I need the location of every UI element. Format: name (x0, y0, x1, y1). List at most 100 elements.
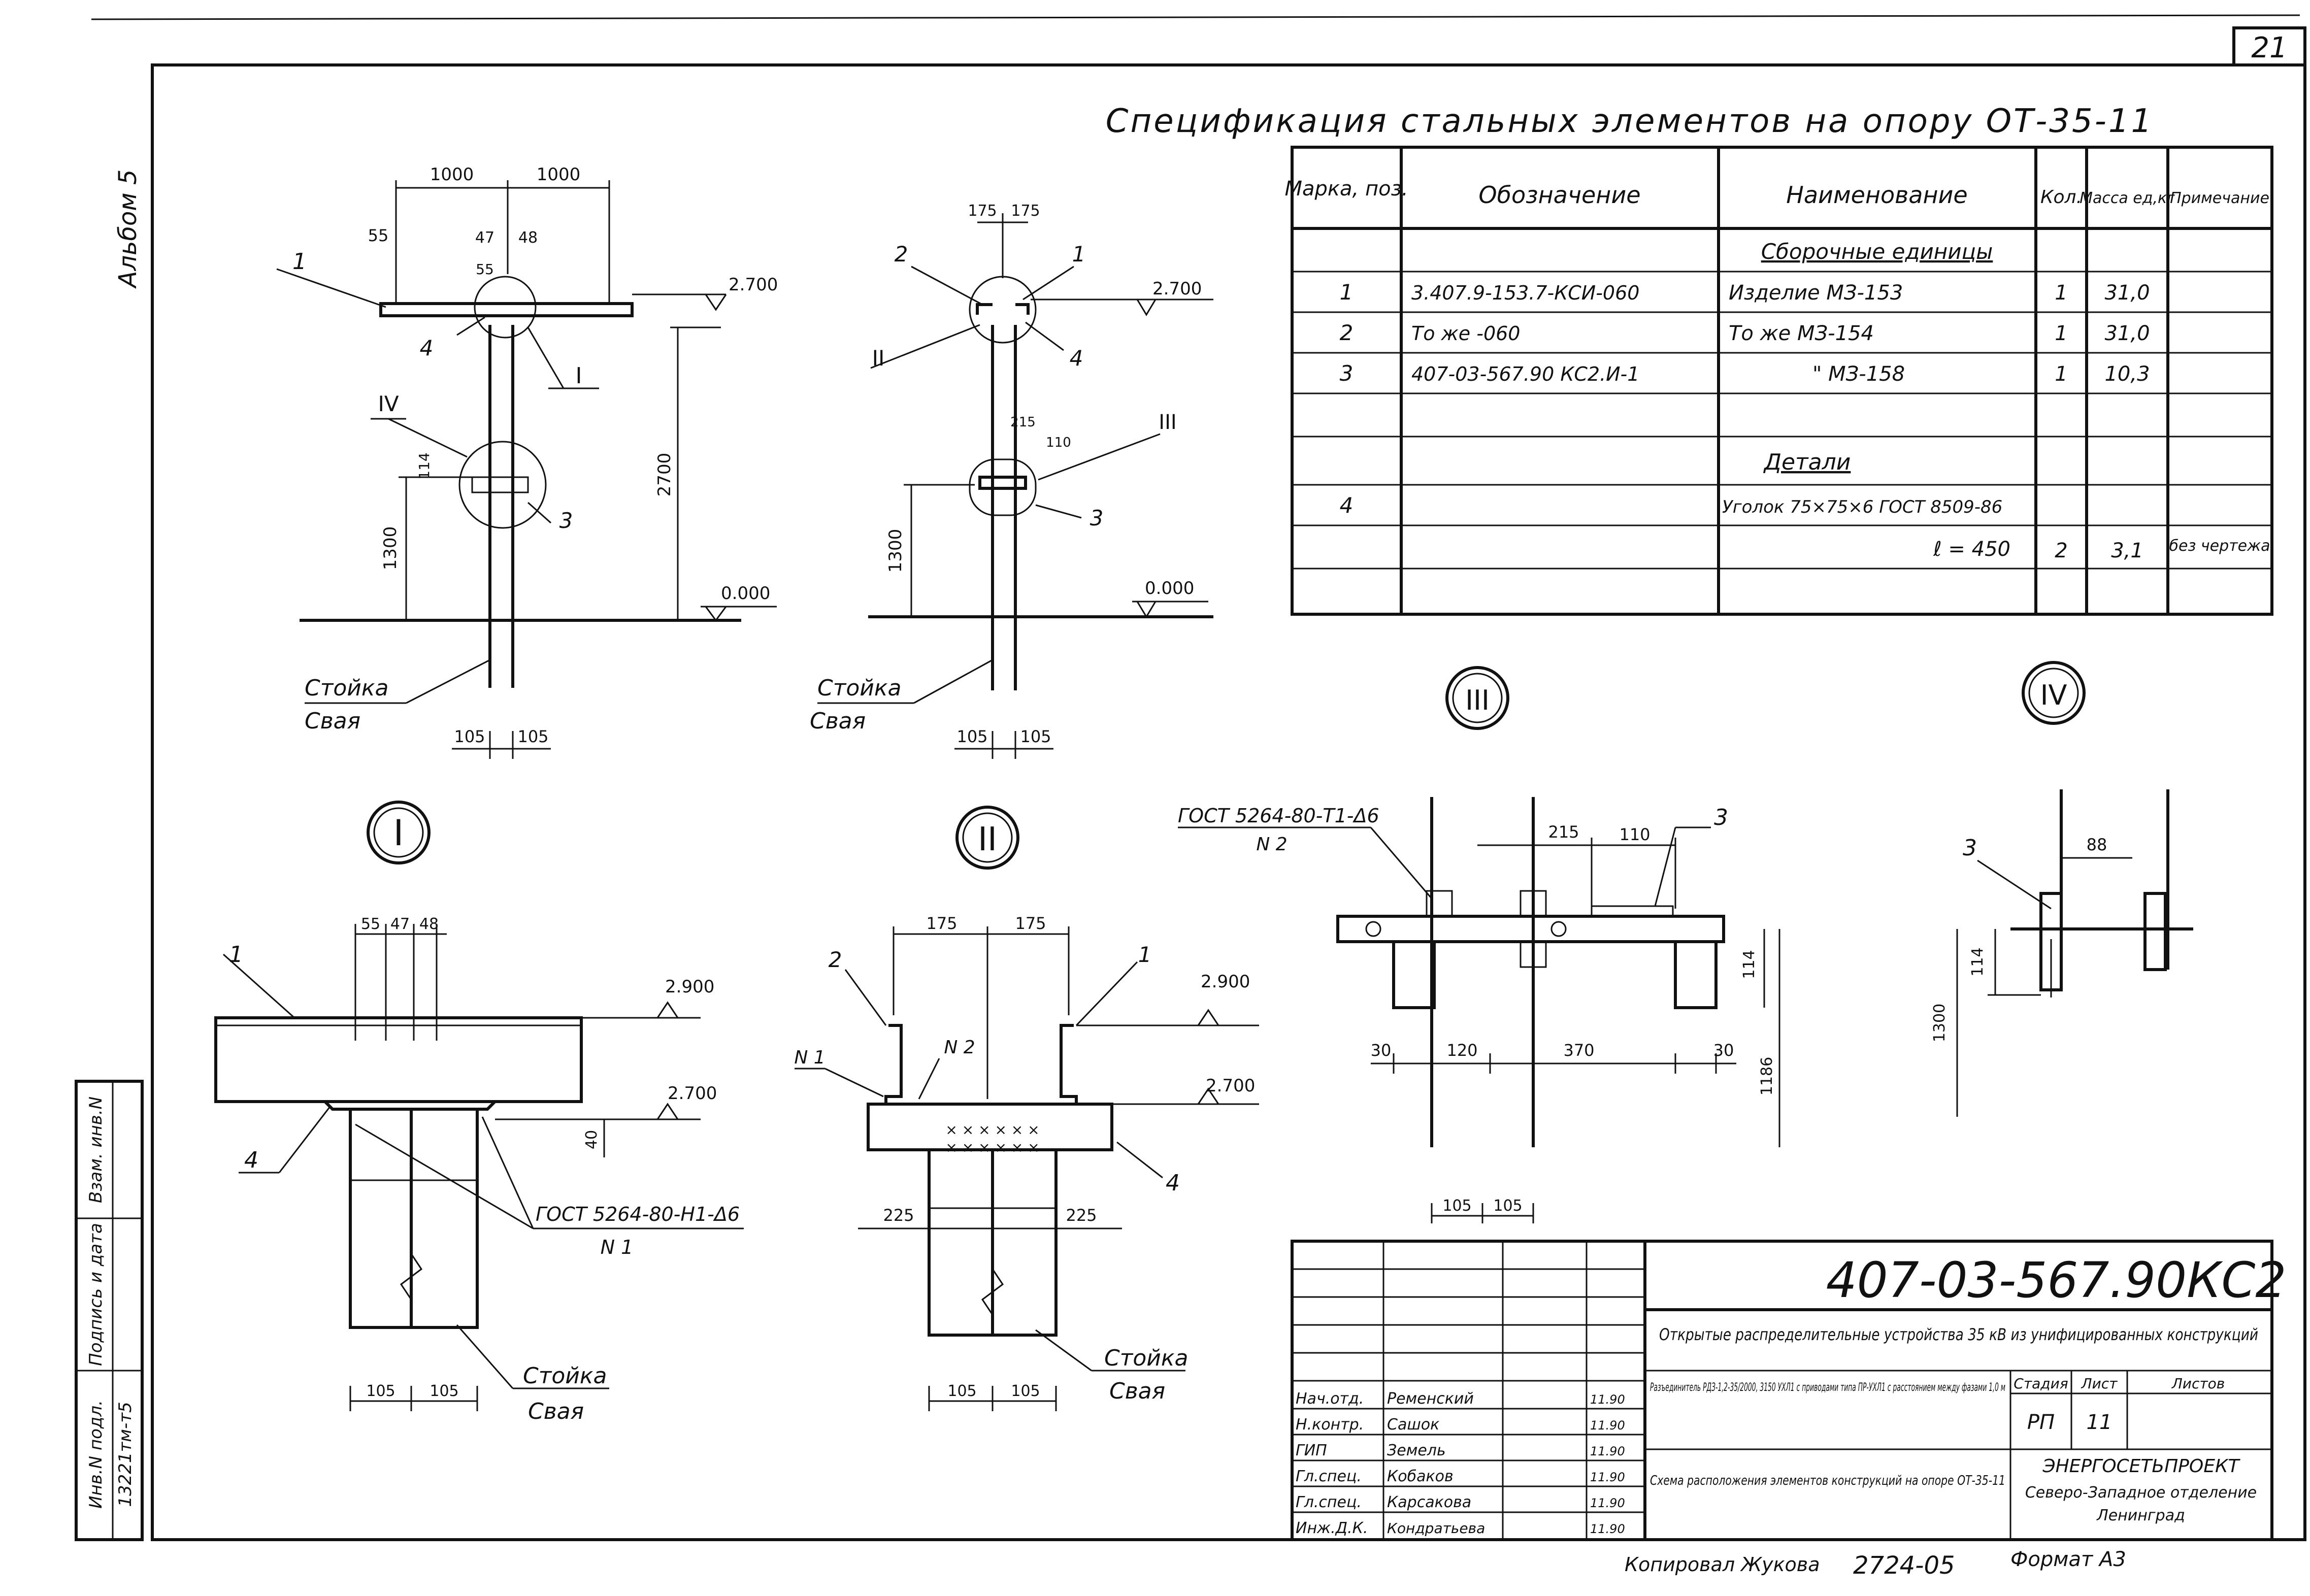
node-III: III ГОСТ 5264-80-Т1-Δ6 N 2 215 110 3 114 (1178, 666, 1780, 1223)
v2-label-pile: Свая (810, 708, 866, 734)
v1-dim-1300: 1300 (380, 526, 401, 571)
tb-staff-5-date: 11.90 (1590, 1522, 1625, 1536)
tb-staff-3-date: 11.90 (1590, 1470, 1625, 1484)
tb-staff-5-name: Кондратьева (1387, 1520, 1485, 1537)
left-strip-inv: Инв.N подл. (86, 1400, 106, 1509)
spec-row-7-name: ℓ = 450 (1933, 538, 2010, 561)
node-II-callout-N2: N 2 (944, 1037, 975, 1058)
node-III-dim-30b: 30 (1713, 1041, 1734, 1060)
node-II-callout-4: 4 (1166, 1170, 1180, 1196)
node-I-weld: ГОСТ 5264-80-Н1-Δ6 (536, 1203, 740, 1225)
tb-staff-1-role: Н.контр. (1296, 1416, 1364, 1434)
node-IV-dim-1300: 1300 (1931, 1004, 1949, 1042)
spec-row-2-name: То же МЗ-154 (1729, 322, 1874, 345)
tb-staff-3-name: Кобаков (1387, 1468, 1454, 1485)
tb-object: Разъединитель РДЗ-1,2-35/2000, 3150 УХЛ1… (1650, 1381, 2005, 1394)
view-1: 1000 1000 55 47 48 55 2700 1300 114 2.70… (276, 164, 778, 759)
v2-level-0000: 0.000 (1145, 578, 1194, 598)
node-IV: IV 88 3 114 1300 (1931, 661, 2193, 1117)
v1-callout-3: 3 (559, 508, 573, 533)
copy-number: 2724-05 (1853, 1551, 1955, 1580)
node-I-dim-105a: 105 (366, 1382, 395, 1400)
node-II-dim-225b: 225 (1066, 1206, 1097, 1225)
node-I-dim-40: 40 (583, 1130, 601, 1149)
spec-row-1-name: Изделие МЗ-153 (1729, 281, 1903, 305)
v2-level-2700: 2.700 (1152, 279, 1202, 299)
tb-staff-1-date: 11.90 (1590, 1418, 1625, 1433)
node-I-level-2900: 2.900 (665, 977, 714, 997)
v1-dim-1000b: 1000 (537, 164, 581, 185)
spec-row-1-qty: 1 (2055, 281, 2067, 305)
tb-sheet-label: Лист (2081, 1375, 2118, 1392)
spec-header-note: Примечание (2170, 189, 2269, 207)
v2-dim-215: 215 (1010, 415, 1036, 430)
node-I-dim-47: 47 (390, 915, 410, 933)
node-I-label-post: Стойка (523, 1363, 607, 1389)
spec-row-3-pos: 3 (1340, 361, 1354, 386)
tb-sheets-label: Листов (2171, 1375, 2225, 1392)
node-IV-callout-3: 3 (1963, 835, 1977, 861)
spec-header-name: Наименование (1786, 181, 1967, 209)
tb-staff-2-date: 11.90 (1590, 1444, 1625, 1458)
node-II-label-pile: Свая (1109, 1378, 1165, 1404)
album-label: Альбом 5 (114, 170, 142, 289)
v2-callout-2: 2 (895, 242, 908, 267)
spec-row-7-note: без чертежа (2169, 537, 2270, 555)
spec-row-7-mass: 3,1 (2111, 539, 2143, 562)
node-II: II × × × × × × × × × × × × 175 175 225 2… (794, 806, 1259, 1411)
spec-title: Спецификация стальных элементов на опору… (1106, 103, 2154, 140)
tb-org: ЭНЕРГОСЕТЬПРОЕКТ (2042, 1456, 2240, 1477)
v1-dim-114: 114 (416, 452, 433, 479)
node-II-mark: II (978, 821, 997, 858)
node-II-level-2900: 2.900 (1201, 972, 1250, 992)
tb-staff-4-role: Гл.спец. (1296, 1493, 1362, 1511)
tb-staff-2-name: Земель (1387, 1442, 1446, 1459)
node-I-mark: I (393, 812, 404, 854)
v2-callout-3: 3 (1090, 506, 1104, 530)
tb-staff-2-role: ГИП (1296, 1442, 1327, 1459)
left-strip-replace: Взам. инв.N (86, 1096, 106, 1203)
node-I-callout-4: 4 (244, 1147, 258, 1173)
node-I-label-pile: Свая (528, 1399, 584, 1424)
spec-row-1-pos: 1 (1340, 280, 1354, 305)
svg-text:× × × × × ×: × × × × × × (945, 1139, 1039, 1156)
spec-row-3-mass: 10,3 (2104, 362, 2150, 386)
spec-row-1-mass: 31,0 (2104, 281, 2150, 305)
tb-staff-0-name: Ременский (1387, 1390, 1474, 1408)
v1-callout-4: 4 (420, 336, 434, 360)
spec-row-2-mass: 31,0 (2104, 322, 2150, 345)
v2-dim-175a: 175 (968, 202, 997, 220)
left-strip-sign: Подпись и дата (86, 1223, 106, 1366)
tb-stage: РП (2027, 1411, 2055, 1434)
title-block: Нач.отд. Ременский 11.90 Н.контр. Сашок … (1291, 1240, 2286, 1541)
v1-callout-IV: IV (378, 391, 399, 416)
tb-stage-label: Стадия (2014, 1375, 2068, 1392)
node-II-callout-1: 1 (1138, 942, 1152, 967)
tb-city: Ленинград (2096, 1507, 2185, 1524)
spec-table: Марка, поз. Обозначение Наименование Кол… (1284, 146, 2273, 616)
node-I-dim-48: 48 (419, 915, 439, 933)
node-II-dim-105b: 105 (1011, 1382, 1040, 1400)
drawing-frame (151, 63, 2306, 1541)
node-I-callout-1: 1 (229, 942, 243, 968)
node-III-callout-3: 3 (1714, 805, 1728, 830)
node-III-dim-215: 215 (1548, 822, 1579, 842)
node-II-dim-225a: 225 (883, 1206, 914, 1225)
node-III-dim-105a: 105 (1442, 1197, 1471, 1215)
node-III-weld: ГОСТ 5264-80-Т1-Δ6 (1178, 805, 1379, 827)
spec-row-3-code: 407-03-567.90 КС2.И-1 (1411, 363, 1639, 385)
left-strip-invno: 13221тм-т5 (115, 1402, 136, 1507)
tb-staff-1-name: Сашок (1387, 1416, 1439, 1434)
v1-dim-47: 47 (475, 229, 494, 247)
view-2: 175 175 215 110 1300 2.700 0.000 2 1 II … (810, 202, 1213, 759)
v2-dim-105b: 105 (1020, 727, 1051, 746)
spec-header-qty: Кол. (2040, 187, 2082, 208)
spec-row-1-code: 3.407.9-153.7-КСИ-060 (1411, 282, 1639, 304)
v1-dim-55b: 55 (476, 261, 494, 278)
spec-row-3-name: " МЗ-158 (1812, 362, 1905, 386)
v1-level-0000: 0.000 (721, 583, 770, 604)
v1-level-2700: 2.700 (729, 275, 778, 295)
node-II-callout-N1: N 1 (794, 1047, 825, 1068)
spec-row-3-qty: 1 (2055, 362, 2067, 386)
